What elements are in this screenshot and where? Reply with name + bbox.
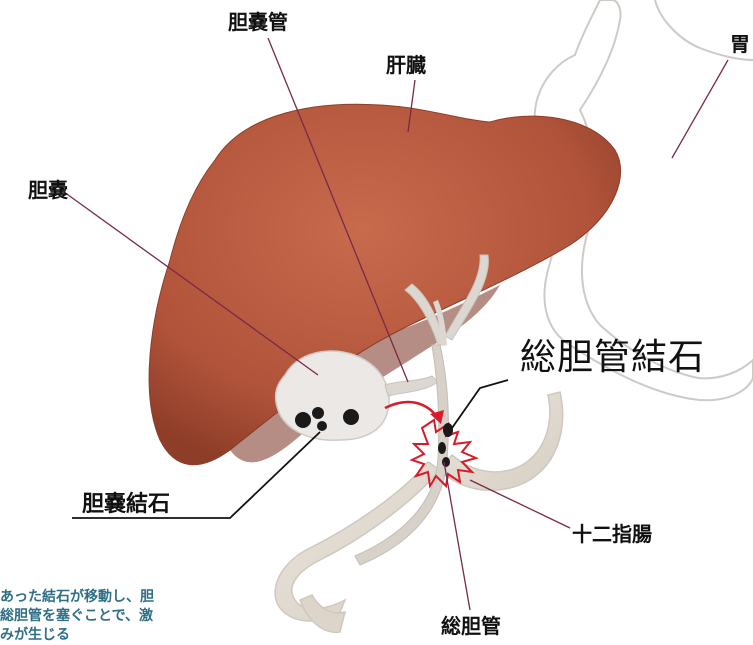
duodenum-end bbox=[300, 595, 345, 632]
caption-line-3: みが生じる bbox=[0, 626, 240, 645]
label-gallstone: 胆嚢結石 bbox=[82, 486, 170, 518]
label-common-bile-duct-stone: 総胆管結石 bbox=[520, 328, 705, 380]
leader-stomach bbox=[672, 60, 728, 158]
cystic-duct bbox=[385, 376, 438, 396]
gallstone-1 bbox=[295, 412, 311, 428]
leader-duodenum bbox=[470, 480, 570, 528]
migration-arrow bbox=[385, 402, 438, 418]
gallstone-4 bbox=[343, 409, 359, 425]
gallstone-2 bbox=[312, 407, 324, 419]
label-common-bile-duct: 総胆管 bbox=[441, 610, 501, 639]
label-gallbladder: 胆嚢 bbox=[28, 174, 68, 203]
caption: あった結石が移動し、胆 総胆管を塞ぐことで、激 みが生じる bbox=[0, 588, 240, 645]
bile-duct-stone-3 bbox=[442, 457, 450, 467]
leader-common-duct-stone bbox=[452, 380, 508, 428]
gallbladder bbox=[276, 351, 389, 440]
gallstone-3 bbox=[317, 421, 327, 431]
bile-duct-stone-2 bbox=[438, 442, 446, 454]
duodenum-lower bbox=[275, 462, 440, 621]
label-duodenum: 十二指腸 bbox=[572, 518, 652, 547]
caption-line-1: あった結石が移動し、胆 bbox=[0, 588, 240, 607]
bile-duct-stone-1 bbox=[443, 423, 453, 437]
label-cystic-duct: 胆嚢管 bbox=[228, 6, 288, 35]
label-liver: 肝臓 bbox=[386, 49, 426, 78]
label-stomach: 胃 bbox=[730, 28, 750, 57]
caption-line-2: 総胆管を塞ぐことで、激 bbox=[0, 607, 240, 626]
